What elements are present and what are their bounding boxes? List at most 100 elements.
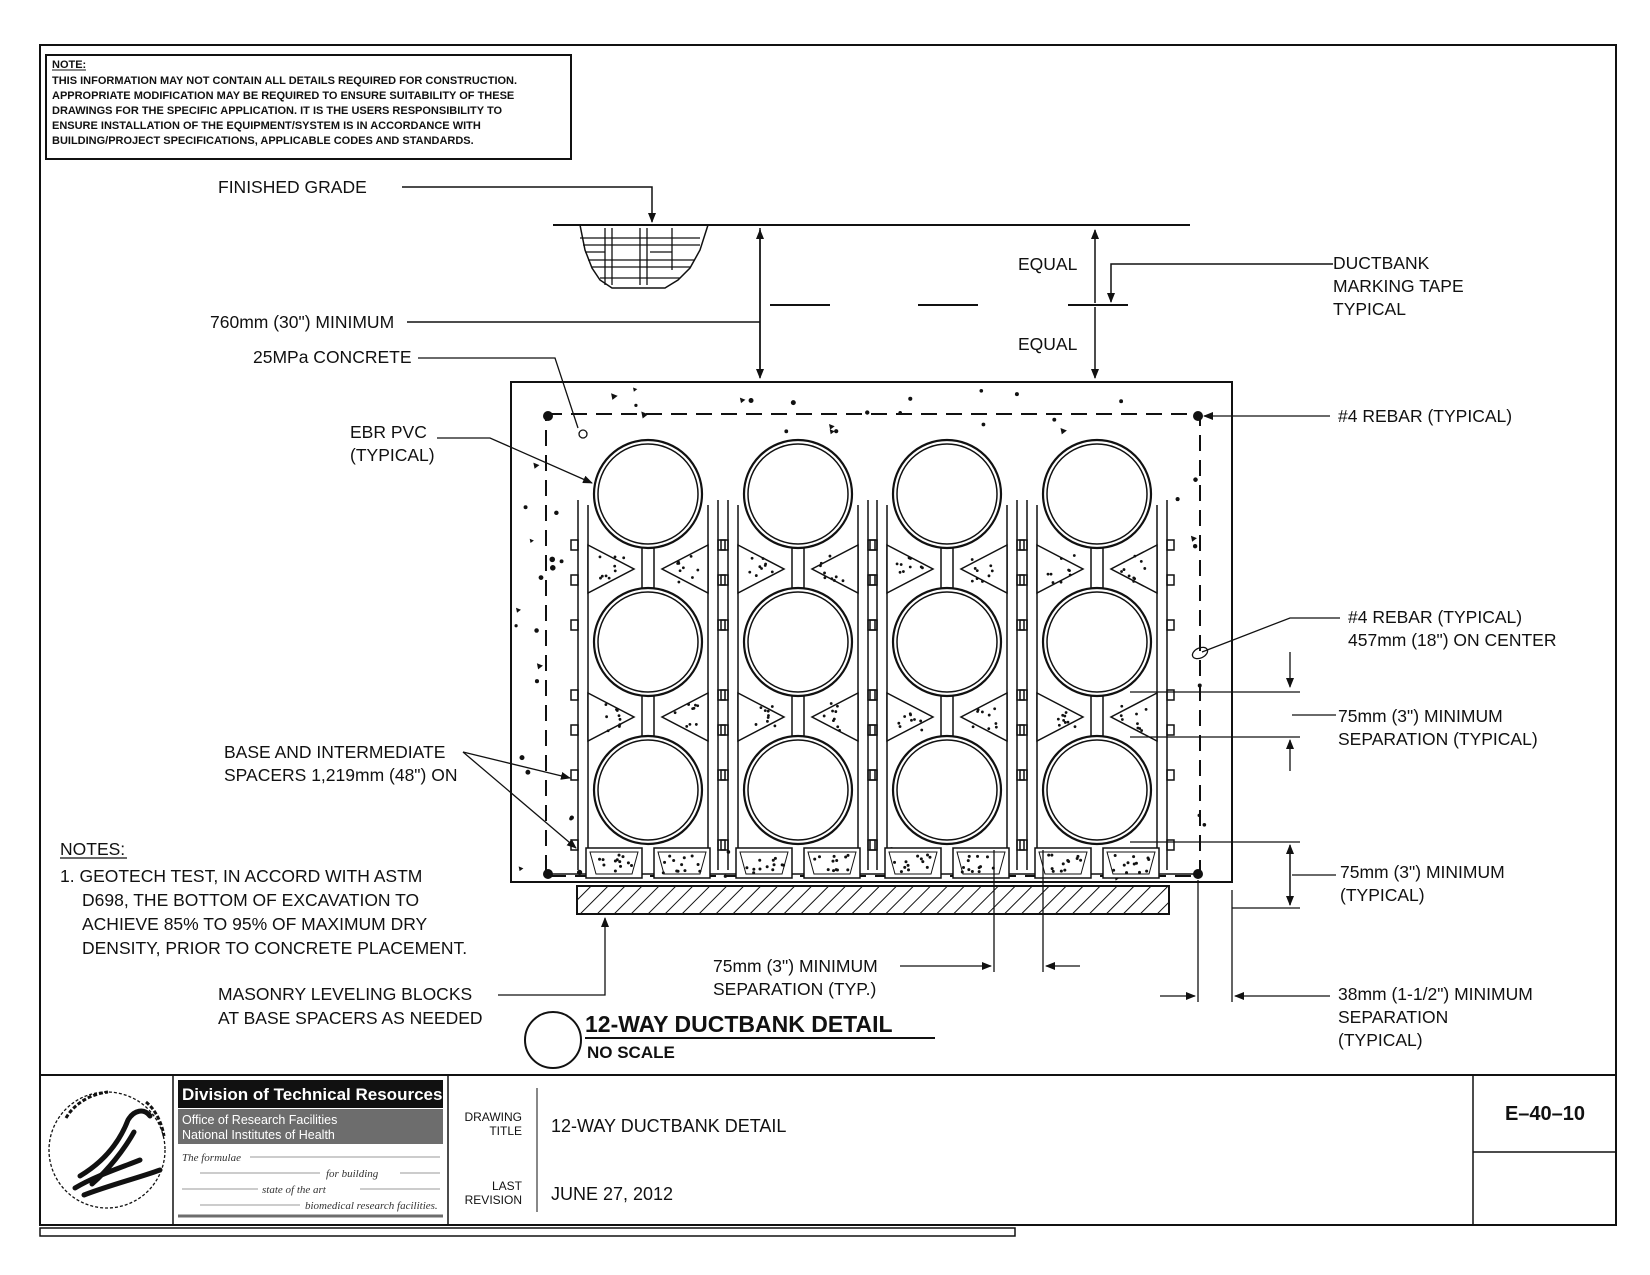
spacer-tooth	[870, 770, 877, 780]
wedge-fill	[993, 707, 996, 710]
aggregate-dot	[1193, 544, 1197, 548]
wedge-fill	[774, 724, 777, 727]
wedge-fill	[764, 709, 767, 712]
wedge-fill	[1060, 557, 1063, 560]
wedge-fill	[677, 581, 680, 584]
notes-heading: NOTES:	[60, 839, 125, 859]
duct-grid	[594, 440, 1151, 844]
wedge-fill	[823, 715, 826, 718]
aggregate-chip	[519, 866, 524, 871]
wedge-fill	[1120, 705, 1123, 708]
note-box: NOTE: THIS INFORMATION MAY NOT CONTAIN A…	[46, 55, 571, 159]
notes-line-4: DENSITY, PRIOR TO CONCRETE PLACEMENT.	[82, 938, 467, 958]
wedge-fill	[755, 574, 758, 577]
wedge-fill	[896, 562, 899, 565]
wedge-fill	[991, 570, 994, 573]
wedge-fill	[903, 715, 906, 718]
aggregate-dot	[550, 565, 556, 571]
title-block: Division of Technical Resources Office o…	[40, 1075, 1616, 1225]
aggregate-chip	[611, 393, 618, 400]
label-sep-typ-2: SEPARATION (TYP.)	[713, 979, 876, 999]
wedge-fill	[1143, 567, 1146, 570]
drawing-title: 12-WAY DUCTBANK DETAIL	[551, 1116, 786, 1136]
wedge-fill	[691, 707, 694, 710]
wedge-fill	[767, 714, 770, 717]
motto-1: The formulae	[182, 1152, 241, 1164]
base-block	[804, 848, 860, 878]
wedge-fill	[605, 715, 608, 718]
formula-decoration	[182, 1157, 440, 1205]
wedge-fill	[1135, 713, 1138, 716]
wedge-fill	[994, 722, 997, 725]
bottom-strip	[40, 1228, 1015, 1236]
aggregate-dot	[979, 389, 983, 393]
notes-line-3: ACHIEVE 85% TO 95% OF MAXIMUM DRY	[82, 914, 428, 934]
wedge-fill	[1057, 718, 1060, 721]
note-line-3: DRAWINGS FOR THE SPECIFIC APPLICATION. I…	[52, 105, 502, 117]
aggregate-dot	[784, 429, 788, 433]
wedge-fill	[605, 574, 608, 577]
spacer-wedge	[662, 693, 708, 741]
spacer-tooth	[870, 725, 877, 735]
aggregate-chip	[533, 463, 539, 469]
wedge-fill	[677, 560, 680, 563]
wedge-fill	[771, 705, 774, 708]
aggregate-dot	[525, 770, 530, 775]
wedge-fill	[830, 577, 833, 580]
wedge-fill	[1064, 721, 1067, 724]
spacer-tooth	[870, 840, 877, 850]
wedge-fill	[1120, 714, 1123, 717]
spacer-tooth	[1167, 620, 1174, 630]
wedge-fill	[1074, 725, 1077, 728]
spacer-tooth	[571, 690, 578, 700]
wedge-fill	[829, 555, 832, 558]
wedge-fill	[988, 574, 991, 577]
wedge-fill	[605, 703, 608, 706]
wedge-fill	[823, 572, 826, 575]
spacer-neck	[941, 548, 953, 590]
wedge-fill	[685, 725, 688, 728]
wedge-fill	[767, 710, 770, 713]
wedge-fill	[1047, 573, 1050, 576]
wedge-fill	[608, 577, 611, 580]
aggregate-dot	[569, 817, 572, 820]
wedge-fill	[971, 580, 974, 583]
spacer-wedge	[961, 693, 1007, 741]
aggregate-dot	[834, 429, 838, 433]
notes-line-1: 1. GEOTECH TEST, IN ACCORD WITH ASTM	[60, 866, 422, 886]
wedge-fill	[920, 566, 923, 569]
wedge-fill	[755, 723, 758, 726]
aggregate-dot	[549, 557, 555, 563]
spacer-neck	[1091, 696, 1103, 738]
aggregate-chip	[537, 663, 543, 669]
wedge-fill	[1063, 715, 1066, 718]
aggregate-dot	[749, 398, 754, 403]
wedge-fill	[830, 702, 833, 705]
wedge-fill	[766, 720, 769, 723]
label-leveling-1: MASONRY LEVELING BLOCKS	[218, 984, 472, 1004]
label-sep-typ-1: 75mm (3") MINIMUM	[713, 956, 878, 976]
wedge-fill	[748, 571, 751, 574]
spacer-neck	[1091, 548, 1103, 590]
aggregate-dot	[1176, 497, 1180, 501]
label-sep38-3: (TYPICAL)	[1338, 1030, 1423, 1050]
wedge-fill	[607, 729, 610, 732]
wedge-fill	[1058, 724, 1061, 727]
wedge-fill	[1073, 554, 1076, 557]
wedge-fill	[614, 556, 617, 559]
wedge-fill	[913, 718, 916, 721]
note-line-4: ENSURE INSTALLATION OF THE EQUIPMENT/SYS…	[52, 120, 481, 132]
pvc-duct	[594, 736, 702, 844]
aggregate-dot	[908, 397, 912, 401]
hhs-seal-logo	[49, 1092, 165, 1208]
pvc-duct	[594, 440, 702, 548]
aggregate-dot	[535, 679, 539, 683]
aggregate-chip	[633, 387, 637, 391]
aggregate-dot	[791, 400, 796, 405]
spacer-wedge	[1111, 693, 1157, 741]
wedge-fill	[1123, 568, 1126, 571]
wedge-fill	[820, 562, 823, 565]
aggregate-dot	[982, 423, 986, 427]
wedge-fill	[1065, 711, 1068, 714]
aggregate-dot	[524, 505, 528, 509]
